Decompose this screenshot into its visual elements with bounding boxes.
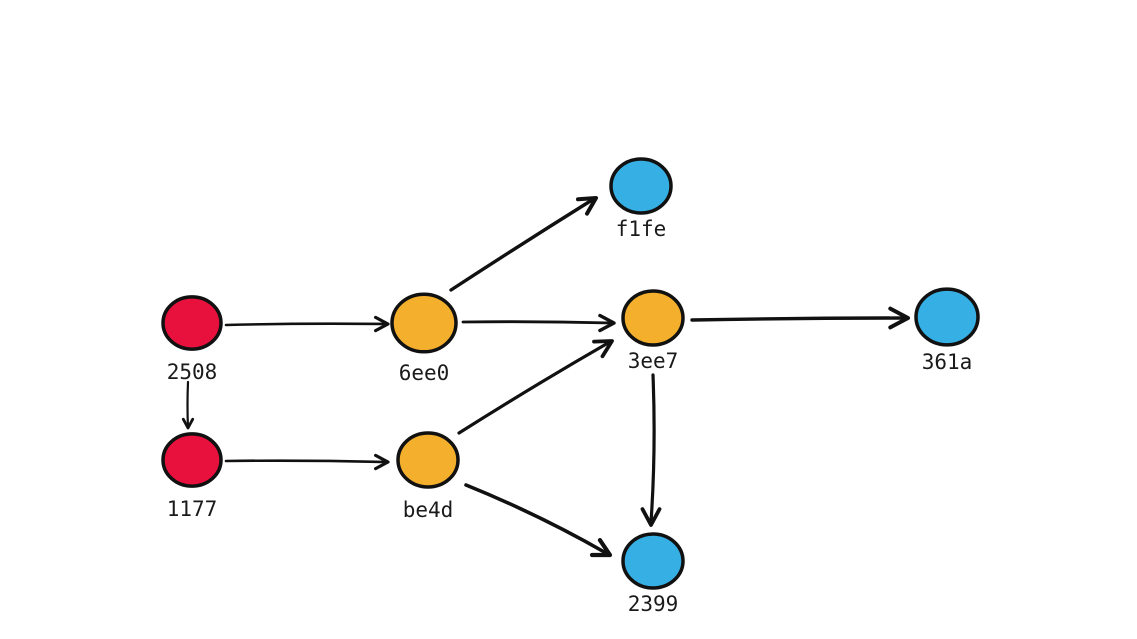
- arrowhead-icon: [374, 453, 390, 471]
- node-circle: [621, 289, 685, 347]
- edge-line: [449, 198, 594, 292]
- arrowhead-icon: [374, 315, 390, 333]
- edge-3ee7-361a: [690, 306, 910, 330]
- edge-3ee7-2399: [640, 373, 662, 527]
- edge-line: [224, 322, 387, 327]
- node-circle: [161, 295, 223, 351]
- node-label: 361a: [922, 350, 973, 374]
- edge-line: [457, 341, 610, 435]
- edge-6ee0-3ee7: [461, 313, 616, 333]
- edge-be4d-3ee7: [457, 339, 614, 435]
- node-3ee7: 3ee7: [621, 289, 685, 373]
- node-label: 2399: [628, 592, 679, 616]
- node-361a: 361a: [914, 287, 980, 374]
- node-6ee0: 6ee0: [390, 292, 458, 385]
- arrowhead-icon: [640, 507, 662, 527]
- arrowhead-icon: [592, 339, 614, 359]
- node-2399: 2399: [621, 532, 685, 616]
- node-1177: 1177: [161, 432, 223, 521]
- edge-6ee0-f1fe: [449, 196, 598, 292]
- node-label: 6ee0: [399, 361, 450, 385]
- arrowhead-icon: [888, 306, 910, 330]
- edge-2508-1177: [181, 380, 195, 430]
- edges-layer: [181, 196, 910, 558]
- edge-line: [690, 316, 908, 322]
- arrowhead-icon: [589, 538, 613, 558]
- node-circle: [609, 157, 673, 215]
- arrowhead-icon: [576, 196, 598, 216]
- edge-line: [649, 373, 656, 524]
- node-2508: 2508: [161, 295, 223, 384]
- edge-be4d-2399: [464, 483, 613, 558]
- nodes-layer: 2508 1177 6ee0 be4d 3ee7 f1fe 361a 2399: [161, 157, 980, 616]
- node-circle: [161, 432, 223, 488]
- node-label: f1fe: [616, 217, 667, 241]
- node-label: 3ee7: [628, 349, 679, 373]
- edge-2508-6ee0: [224, 315, 390, 333]
- arrowhead-icon: [181, 417, 195, 430]
- node-circle: [396, 431, 460, 489]
- node-circle: [390, 292, 458, 354]
- edge-1177-be4d: [224, 453, 390, 471]
- edge-line: [464, 483, 608, 555]
- node-circle: [621, 532, 685, 590]
- node-be4d: be4d: [396, 431, 460, 522]
- node-circle: [914, 287, 980, 347]
- node-label: 2508: [167, 360, 218, 384]
- edge-line: [186, 380, 190, 430]
- node-f1fe: f1fe: [609, 157, 673, 241]
- node-label: be4d: [403, 498, 454, 522]
- arrowhead-icon: [598, 313, 616, 333]
- node-label: 1177: [167, 497, 218, 521]
- edge-line: [224, 459, 388, 464]
- edge-line: [461, 320, 614, 325]
